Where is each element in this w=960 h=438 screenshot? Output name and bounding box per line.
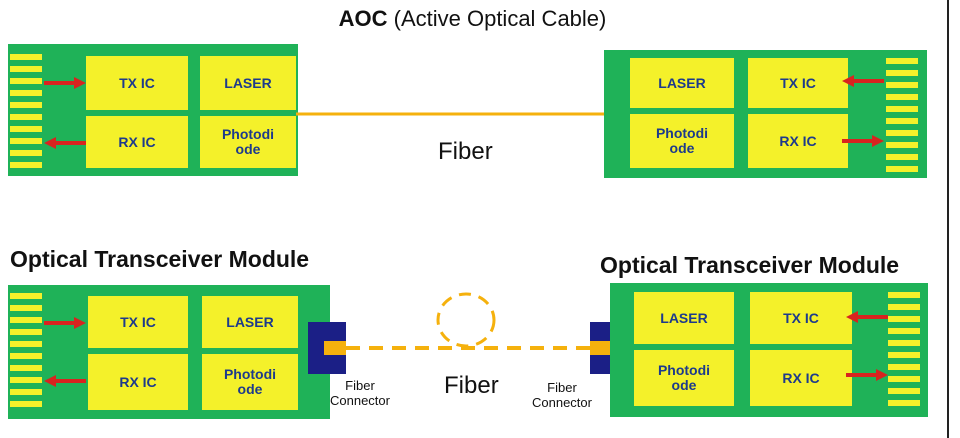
- fiber-connector-left-label: Fiber Connector: [330, 378, 390, 408]
- aoc-right-laser: LASER: [630, 58, 734, 108]
- module-left-laser: LASER: [202, 296, 298, 348]
- fiber-connector-right-label: Fiber Connector: [532, 380, 592, 410]
- title-bold: AOC: [338, 6, 388, 31]
- aoc-right-rx-arrow: [842, 135, 884, 147]
- aoc-left-tx-arrow: [44, 77, 86, 89]
- aoc-right-tx-arrow: [842, 75, 884, 87]
- aoc-left-rx-ic: RX IC: [86, 116, 188, 168]
- module-left-tx-ic: TX IC: [88, 296, 188, 348]
- module-right-title: Optical Transceiver Module: [600, 252, 900, 278]
- aoc-left-laser: LASER: [200, 56, 296, 110]
- module-right-tx-ic: TX IC: [750, 292, 852, 344]
- module-right-rx-ic: RX IC: [750, 350, 852, 406]
- module-left-tx-arrow: [44, 317, 86, 329]
- aoc-left-rx-arrow: [44, 137, 86, 149]
- module-left-title: Optical Transceiver Module: [10, 246, 310, 272]
- aoc-right-tx-ic: TX IC: [748, 58, 848, 108]
- aoc-fiber-line: [296, 112, 632, 116]
- module-left-rx-arrow: [44, 375, 86, 387]
- diagram-title: AOC (Active Optical Cable): [0, 6, 945, 32]
- aoc-left-tx-ic: TX IC: [86, 56, 188, 110]
- module-fiber-dashed: [346, 292, 592, 350]
- module-right-laser: LASER: [634, 292, 734, 344]
- right-edge-divider: [947, 0, 949, 438]
- title-rest: (Active Optical Cable): [387, 6, 607, 31]
- module-right-tx-arrow: [846, 311, 888, 323]
- aoc-right-rx-ic: RX IC: [748, 114, 848, 168]
- aoc-fiber-label: Fiber: [438, 138, 493, 165]
- fiber-connector-left: [308, 322, 346, 374]
- module-left-rx-ic: RX IC: [88, 354, 188, 410]
- module-right-rx-arrow: [846, 369, 888, 381]
- module-fiber-label: Fiber: [444, 372, 499, 399]
